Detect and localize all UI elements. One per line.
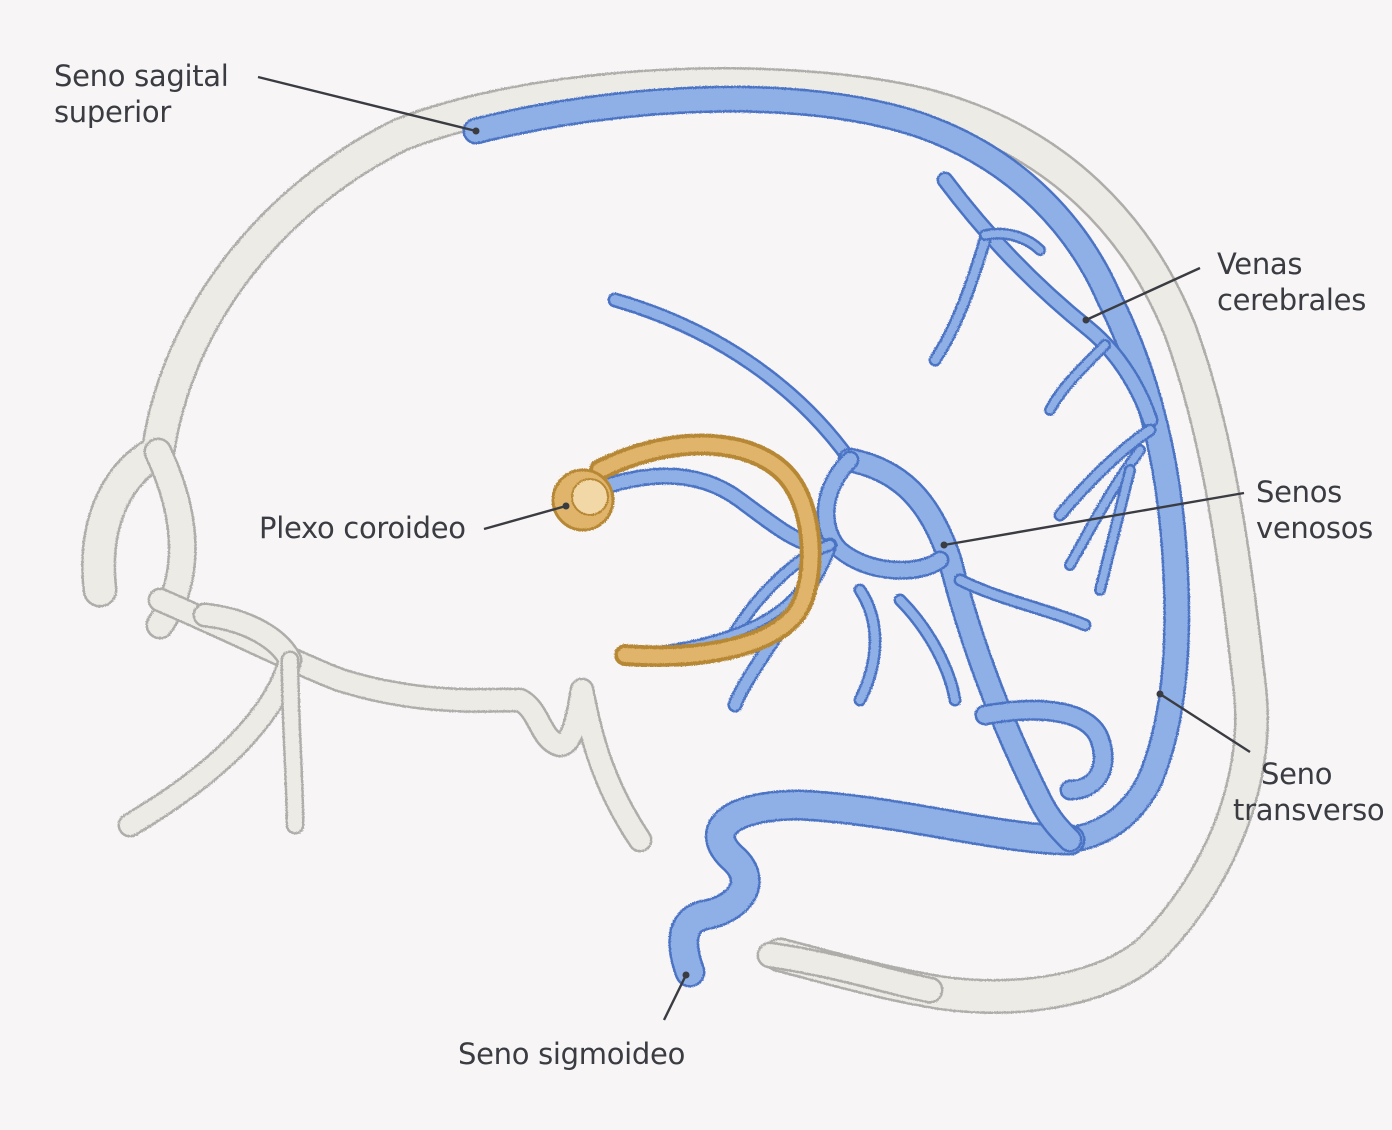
plexus-crescent <box>593 437 818 664</box>
leader-dot-senos <box>940 541 948 549</box>
internal-cerebral-vein <box>589 470 826 551</box>
label-line: Senos <box>1256 475 1342 509</box>
deep-vein-upper-outline <box>607 292 858 468</box>
cerebral-vein-branch <box>1046 341 1109 414</box>
label-plexo-coroideo: Plexo coroideo <box>259 510 466 546</box>
deep-vein-upper <box>610 295 855 465</box>
straight-sinus <box>840 450 1080 850</box>
deep-vein-branch <box>956 576 1089 629</box>
choroid-plexus <box>551 433 822 668</box>
skull-segment <box>759 944 941 1001</box>
leader-line-transverso <box>1159 692 1251 754</box>
skull-segment <box>83 69 1267 1012</box>
cerebral-vein-upper <box>939 174 1156 426</box>
superior-sagittal-sinus <box>465 88 1188 851</box>
cerebral-vein-branch <box>1056 426 1154 519</box>
label-line: cerebrales <box>1217 283 1367 317</box>
leader-dot-sigmoideo <box>682 971 690 979</box>
label-line: transverso <box>1233 793 1385 827</box>
vein-loop <box>819 453 947 578</box>
label-line: Venas <box>1217 247 1303 281</box>
skull-segment <box>120 605 300 835</box>
transverse-sigmoid-sinus <box>670 792 1083 985</box>
label-line: Seno sigmoideo <box>458 1037 686 1071</box>
cerebral-vein-branch <box>931 236 989 364</box>
leader-line-senos <box>943 491 1245 547</box>
label-line: Seno sagital <box>54 59 229 93</box>
label-line: Seno <box>1261 757 1333 791</box>
deep-vein-branch <box>856 586 879 704</box>
leader-line-venas <box>1085 266 1201 322</box>
deep-vein-branch-outline <box>893 593 962 707</box>
leader-dot-sagital <box>472 127 480 135</box>
deep-vein-branch <box>896 596 959 704</box>
label-line: Plexo coroideo <box>259 511 466 545</box>
leader-dot-venas <box>1082 316 1090 324</box>
label-seno-sagital-superior: Seno sagital superior <box>54 58 229 130</box>
cerebral-vein-branch <box>1096 466 1134 594</box>
skull-outline <box>81 67 1270 1014</box>
leader-line-sagital <box>257 75 477 133</box>
label-venas-cerebrales: Venas cerebrales <box>1217 246 1366 318</box>
leader-dot-plexo <box>562 502 570 510</box>
skull-segment <box>283 653 302 832</box>
cerebral-vein-branch <box>1066 446 1144 569</box>
plexus-cyst-inner <box>571 478 609 516</box>
leader-line-plexo <box>483 504 567 531</box>
label-seno-sigmoideo: Seno sigmoideo <box>458 1036 685 1072</box>
cerebral-vein-branch <box>981 230 1044 254</box>
label-line: superior <box>54 95 171 129</box>
leader-dot-transverso <box>1156 690 1164 698</box>
leader-line-sigmoideo <box>662 974 688 1021</box>
cerebral-veins <box>462 85 1191 988</box>
label-seno-transverso: Seno transverso <box>1233 756 1385 828</box>
vein-loop-lower <box>977 702 1112 798</box>
label-line: venosos <box>1256 511 1373 545</box>
label-senos-venosos: Senos venosos <box>1256 474 1373 546</box>
skull-segment <box>150 590 650 850</box>
